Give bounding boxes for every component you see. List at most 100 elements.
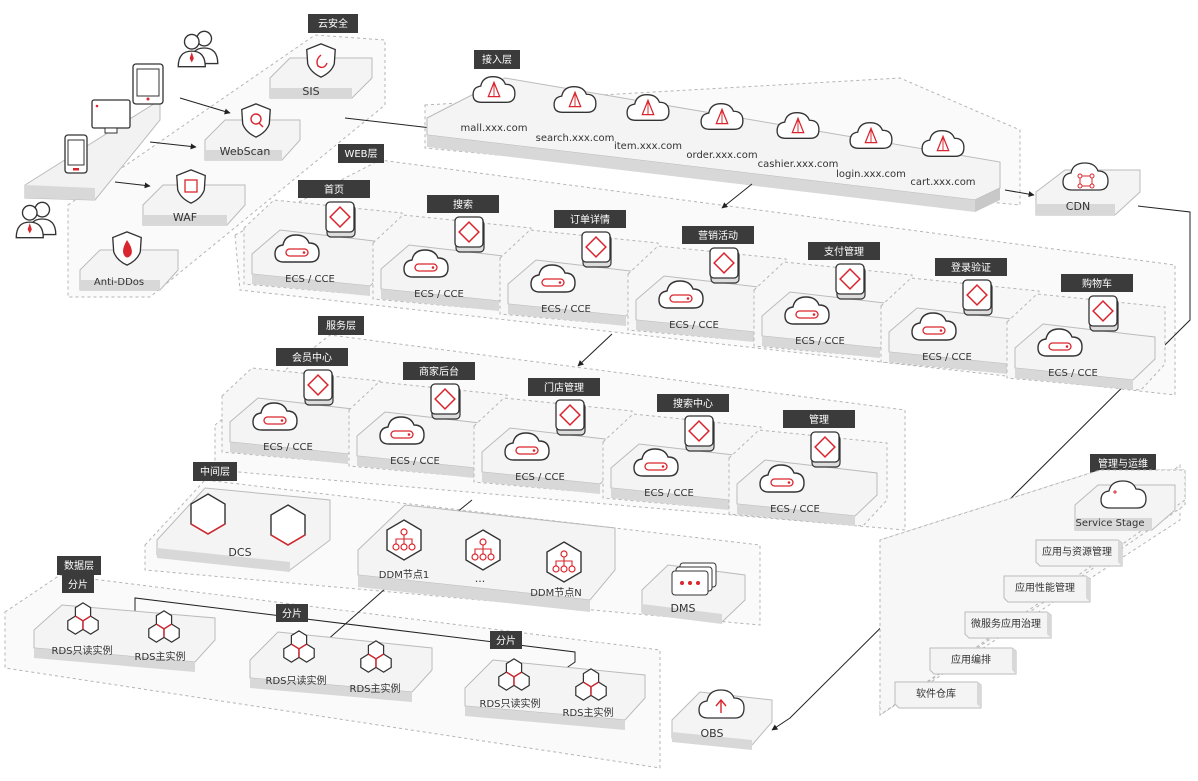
module-tag: 登录验证 xyxy=(951,261,991,274)
ops-item-label: 应用与资源管理 xyxy=(1042,545,1112,558)
chip-icon xyxy=(303,369,334,406)
module-group: 搜索 ECS / CCE xyxy=(372,195,532,312)
module-group: 登录验证 ECS / CCE xyxy=(880,258,1040,375)
chip-icon xyxy=(684,415,715,452)
ecs-label: ECS / CCE xyxy=(770,504,820,515)
tablet-icon xyxy=(132,63,164,105)
module-tag: 营销活动 xyxy=(698,229,738,242)
domain-item: cart.xxx.com xyxy=(910,129,976,188)
ecs-label: ECS / CCE xyxy=(922,352,972,363)
chip-icon xyxy=(581,231,612,268)
ops-item: 应用与资源管理 xyxy=(1035,539,1123,567)
domain-label: item.xxx.com xyxy=(614,141,682,152)
client-devices xyxy=(15,30,219,239)
ops-item-label: 软件仓库 xyxy=(916,687,956,700)
layer-tags: 云安全 接入层 WEB层 服务层 中间层 数据层 管理与运维 xyxy=(57,14,1156,575)
users-icon xyxy=(15,201,57,239)
security-services: SIS WebScan WAF Anti-DDos xyxy=(79,43,373,291)
rds-main-label: RDS主实例 xyxy=(135,650,186,663)
waf-node: WAF xyxy=(142,169,246,226)
monitor-icon xyxy=(91,99,131,134)
domain-item: search.xxx.com xyxy=(536,85,615,144)
shard-tag: 分片 xyxy=(68,578,88,591)
anti-ddos-node: Anti-DDos xyxy=(79,231,179,291)
shard-tag: 分片 xyxy=(496,634,516,647)
module-tag: 门店管理 xyxy=(544,381,584,394)
module-group: 首页 ECS / CCE xyxy=(243,180,403,297)
tag-cloud-security: 云安全 xyxy=(318,17,348,30)
ops-item-label: 微服务应用治理 xyxy=(971,617,1041,630)
tag-ops: 管理与运维 xyxy=(1098,457,1148,470)
shard-tag: 分片 xyxy=(282,607,302,620)
rds-main-label: RDS主实例 xyxy=(350,682,401,695)
service-stage-label: Service Stage xyxy=(1075,518,1144,529)
module-tag: 商家后台 xyxy=(419,365,459,378)
shard-1: 分片 RDS只读实例 RDS主实例 xyxy=(33,575,216,672)
tag-middle: 中间层 xyxy=(200,465,230,478)
module-group: 支付管理 ECS / CCE xyxy=(753,242,913,359)
ecs-label: ECS / CCE xyxy=(263,442,313,453)
waf-label: WAF xyxy=(173,211,197,224)
ops-item: 微服务应用治理 xyxy=(964,611,1052,639)
ops-item: 应用编排 xyxy=(929,647,1017,675)
ops-item: 应用性能管理 xyxy=(1003,575,1091,603)
ecs-label: ECS / CCE xyxy=(541,304,591,315)
ecs-label: ECS / CCE xyxy=(515,472,565,483)
rds-main-label: RDS主实例 xyxy=(563,706,614,719)
ops-item-label: 应用性能管理 xyxy=(1015,581,1075,594)
ddm-node: DDM节点1 ··· DDM节点N xyxy=(357,504,616,612)
ecs-label: ECS / CCE xyxy=(795,336,845,347)
cdn-label: CDN xyxy=(1066,200,1090,213)
ecs-label: ECS / CCE xyxy=(285,274,335,285)
chip-icon xyxy=(835,263,866,300)
stage-cloud-icon xyxy=(1100,480,1147,509)
ecs-label: ECS / CCE xyxy=(644,488,694,499)
tag-service: 服务层 xyxy=(326,319,356,332)
ecs-label: ECS / CCE xyxy=(390,456,440,467)
message-stack-icon xyxy=(671,562,717,596)
domain-label: mall.xxx.com xyxy=(461,123,528,134)
ellipsis-label: ··· xyxy=(475,575,486,588)
domain-label: cart.xxx.com xyxy=(910,177,975,188)
sis-node: SIS xyxy=(269,43,373,99)
shard-2: 分片 RDS只读实例 RDS主实例 xyxy=(249,604,433,702)
domain-label: search.xxx.com xyxy=(536,133,615,144)
domain-item: login.xxx.com xyxy=(836,121,906,180)
module-tag: 支付管理 xyxy=(824,245,864,258)
module-group: 购物车 ECS / CCE xyxy=(1006,274,1166,391)
chip-icon xyxy=(962,279,993,316)
domain-label: order.xxx.com xyxy=(686,150,757,161)
ecs-label: ECS / CCE xyxy=(669,320,719,331)
chip-icon xyxy=(1088,295,1119,332)
domain-item: mall.xxx.com xyxy=(461,75,528,134)
ecs-label: ECS / CCE xyxy=(414,289,464,300)
tag-access: 接入层 xyxy=(482,53,512,66)
ecs-label: ECS / CCE xyxy=(1048,368,1098,379)
ops-panel: Service Stage 应用与资源管理应用性能管理微服务应用治理应用编排软件… xyxy=(879,469,1186,716)
module-group: 门店管理 ECS / CCE xyxy=(473,378,633,495)
obs-label: OBS xyxy=(701,727,724,740)
ddmn-label: DDM节点N xyxy=(530,587,582,599)
domain-item: item.xxx.com xyxy=(614,93,682,152)
module-tag: 搜索 xyxy=(453,198,473,211)
domain-label: login.xxx.com xyxy=(836,169,906,180)
webscan-node: WebScan xyxy=(204,103,301,161)
module-group: 订单详情 ECS / CCE xyxy=(499,210,659,327)
module-group: 商家后台 ECS / CCE xyxy=(348,362,508,479)
module-group: 营销活动 ECS / CCE xyxy=(627,226,787,343)
device-arrows xyxy=(114,97,441,189)
cdn-node: CDN xyxy=(1035,162,1141,216)
chip-icon xyxy=(430,383,461,420)
dcs-label: DCS xyxy=(228,546,251,559)
webscan-label: WebScan xyxy=(220,145,271,158)
anti-ddos-label: Anti-DDos xyxy=(94,277,144,288)
module-tag: 首页 xyxy=(324,183,344,196)
dms-node: DMS xyxy=(641,562,746,624)
chip-icon xyxy=(709,247,740,284)
module-tag: 购物车 xyxy=(1082,277,1112,290)
cdn-cloud-icon xyxy=(1062,162,1109,191)
module-tag: 订单详情 xyxy=(570,213,610,226)
